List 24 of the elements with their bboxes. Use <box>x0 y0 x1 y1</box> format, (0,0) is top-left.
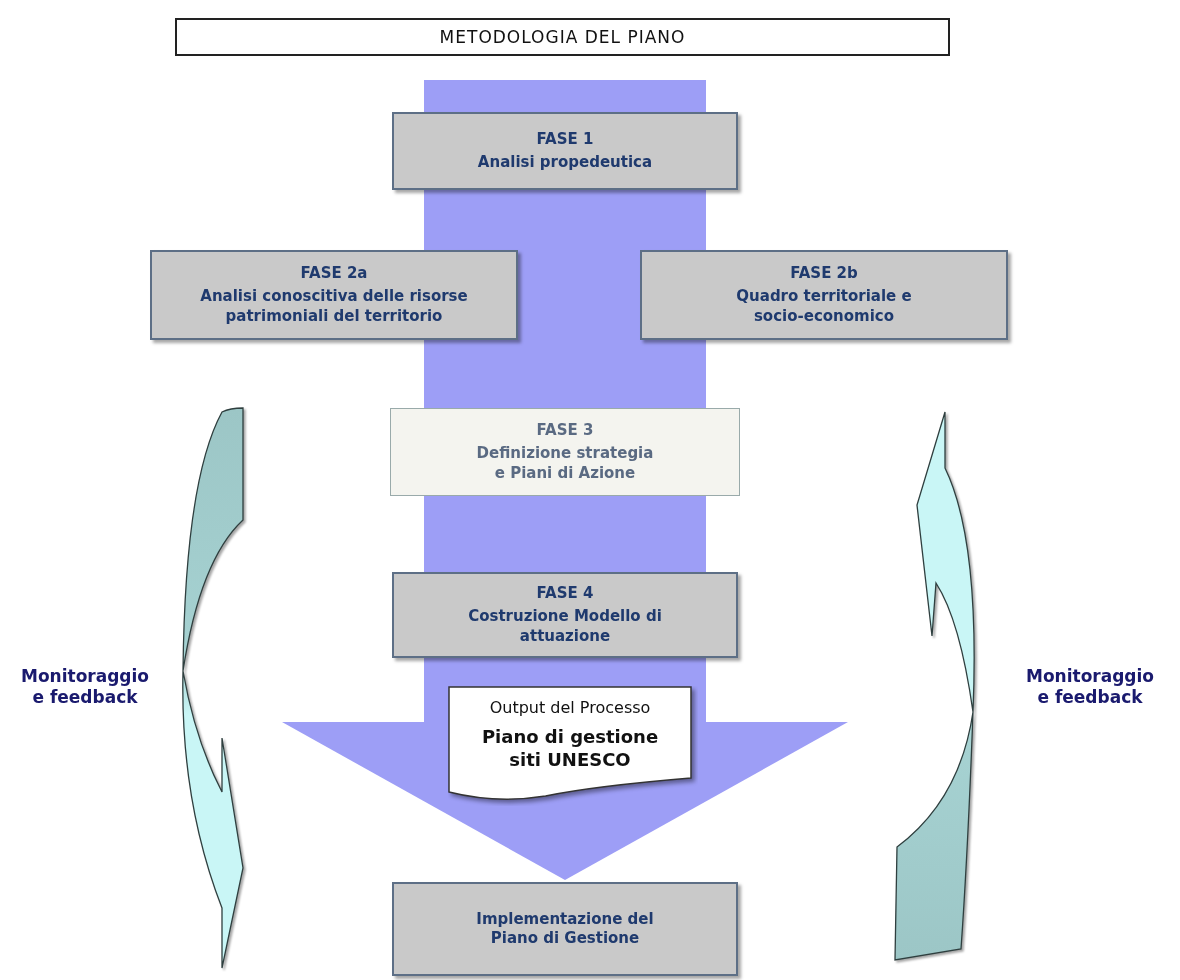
phase-title: FASE 2b <box>790 263 858 284</box>
phase-title: FASE 2a <box>300 263 368 284</box>
phase-title: FASE 1 <box>536 129 594 149</box>
process-box <box>392 572 738 658</box>
process-box <box>392 882 738 976</box>
process-box <box>390 408 740 496</box>
phase-title: FASE 4 <box>536 583 594 604</box>
phase-description: Definizione strategia e Piani di Azione <box>475 444 655 484</box>
side-label: Monitoraggio e feedback <box>1025 666 1155 709</box>
phase-description: Analisi propedeutica <box>477 153 653 173</box>
phase-description: Quadro territoriale e socio-economico <box>735 287 913 327</box>
process-box <box>392 112 738 190</box>
process-box <box>150 250 518 340</box>
phase-description: Analisi conoscitiva delle risorse patrimoniali del territorio <box>199 287 469 327</box>
document-text: Piano di gestione siti UNESCO <box>480 724 660 772</box>
phase-description: Implementazione del Piano di Gestione <box>475 909 655 949</box>
flow-arrow <box>282 80 848 880</box>
title-box: METODOLOGIA DEL PIANO <box>175 18 950 56</box>
document-heading: Output del Processo <box>489 698 651 719</box>
side-label: Monitoraggio e feedback <box>20 666 150 709</box>
phase-title: FASE 3 <box>536 420 594 441</box>
document-shape <box>448 686 692 800</box>
process-box <box>640 250 1008 340</box>
phase-description: Costruzione Modello di attuazione <box>467 607 663 647</box>
